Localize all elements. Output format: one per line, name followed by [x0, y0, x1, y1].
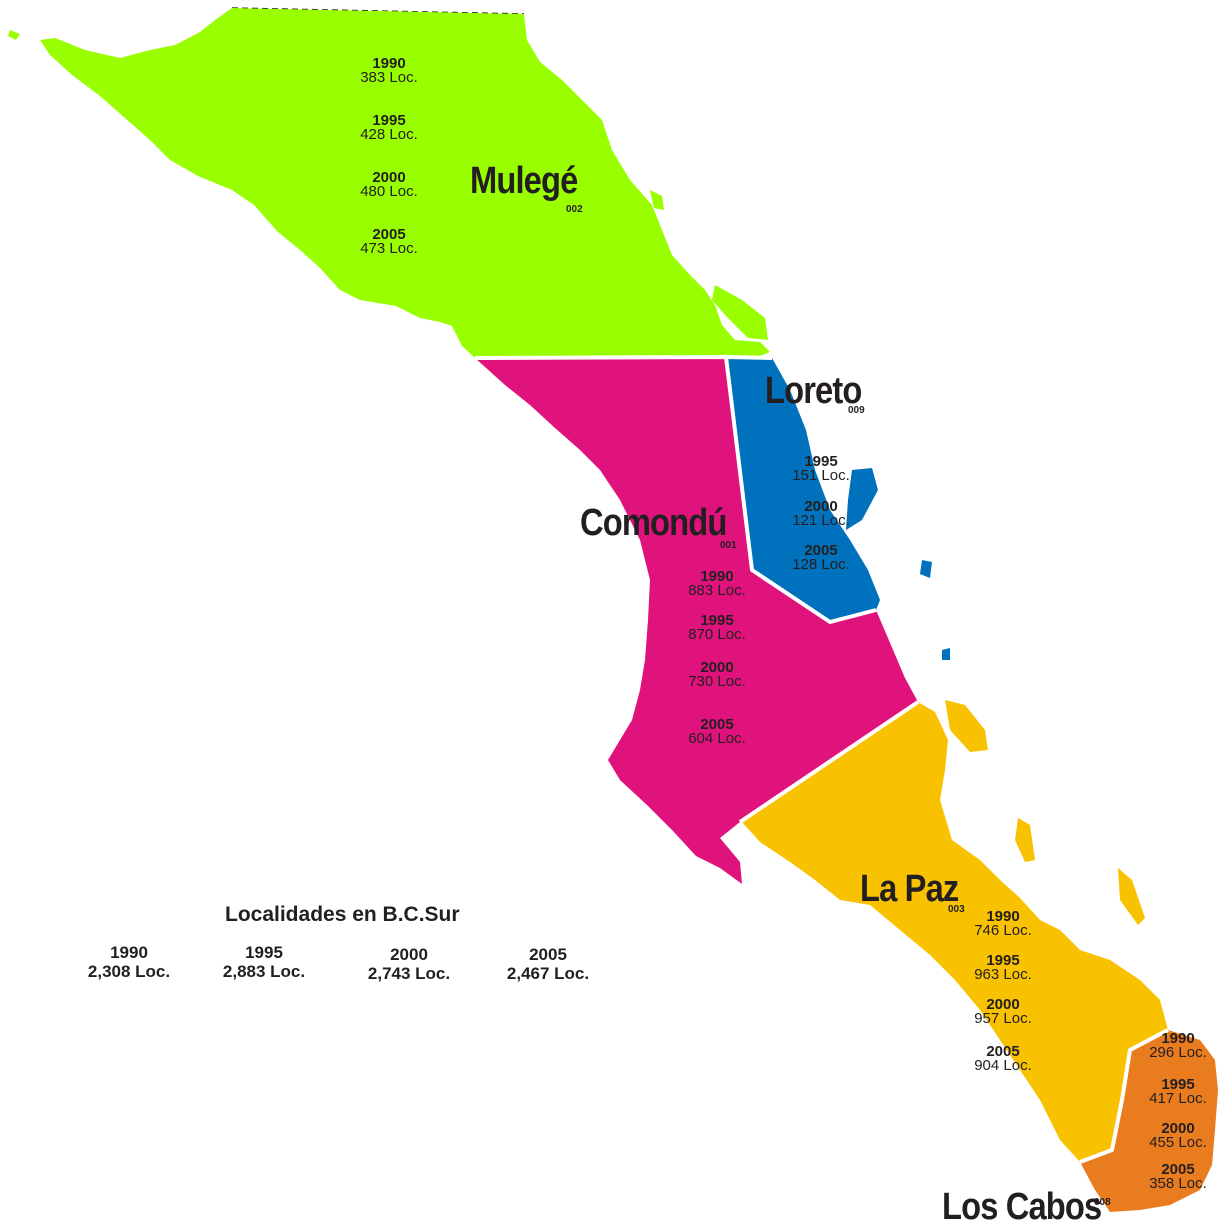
total-year: 1995 — [245, 943, 283, 962]
la-paz-code: 003 — [948, 904, 965, 915]
total-value: 2,743 Loc. — [367, 964, 451, 983]
los-cabos-code: 008 — [1094, 1197, 1111, 1208]
total-value: 2,467 Loc. — [506, 964, 590, 983]
boundary-lines — [474, 355, 1169, 1164]
island-mulege-1 — [712, 285, 768, 340]
island-la-paz-1 — [945, 700, 988, 752]
region-la-paz[interactable] — [740, 702, 1168, 1162]
total-year: 1990 — [110, 943, 148, 962]
island-la-paz-3 — [1118, 868, 1145, 925]
totals-title: Localidades en B.C.Sur — [225, 903, 460, 926]
total-year: 2000 — [390, 945, 428, 964]
comondu-code: 001 — [720, 540, 737, 551]
region-mulege[interactable] — [40, 8, 770, 358]
island-loreto-3 — [942, 648, 950, 660]
region-los-cabos[interactable] — [1080, 1030, 1218, 1212]
la-paz-name: La Paz — [860, 868, 959, 910]
region-loreto[interactable] — [726, 357, 880, 622]
loreto-name: Loreto — [765, 370, 862, 412]
island-mulege-2 — [650, 190, 664, 210]
comondu-name: Comondú — [580, 502, 727, 544]
total-value: 2,308 Loc. — [87, 962, 171, 981]
island-loreto-2 — [920, 560, 932, 578]
loreto-code: 009 — [848, 405, 865, 416]
island-la-paz-2 — [1015, 818, 1035, 862]
island-mulege-3 — [8, 30, 20, 40]
los-cabos-name: Los Cabos — [942, 1186, 1102, 1228]
mulege-name: Mulegé — [470, 160, 578, 202]
mulege-code: 002 — [566, 204, 583, 215]
island-loreto-1 — [846, 468, 878, 530]
total-year: 2005 — [529, 945, 567, 964]
total-value: 2,883 Loc. — [222, 962, 306, 981]
region-comondu[interactable] — [475, 357, 918, 884]
